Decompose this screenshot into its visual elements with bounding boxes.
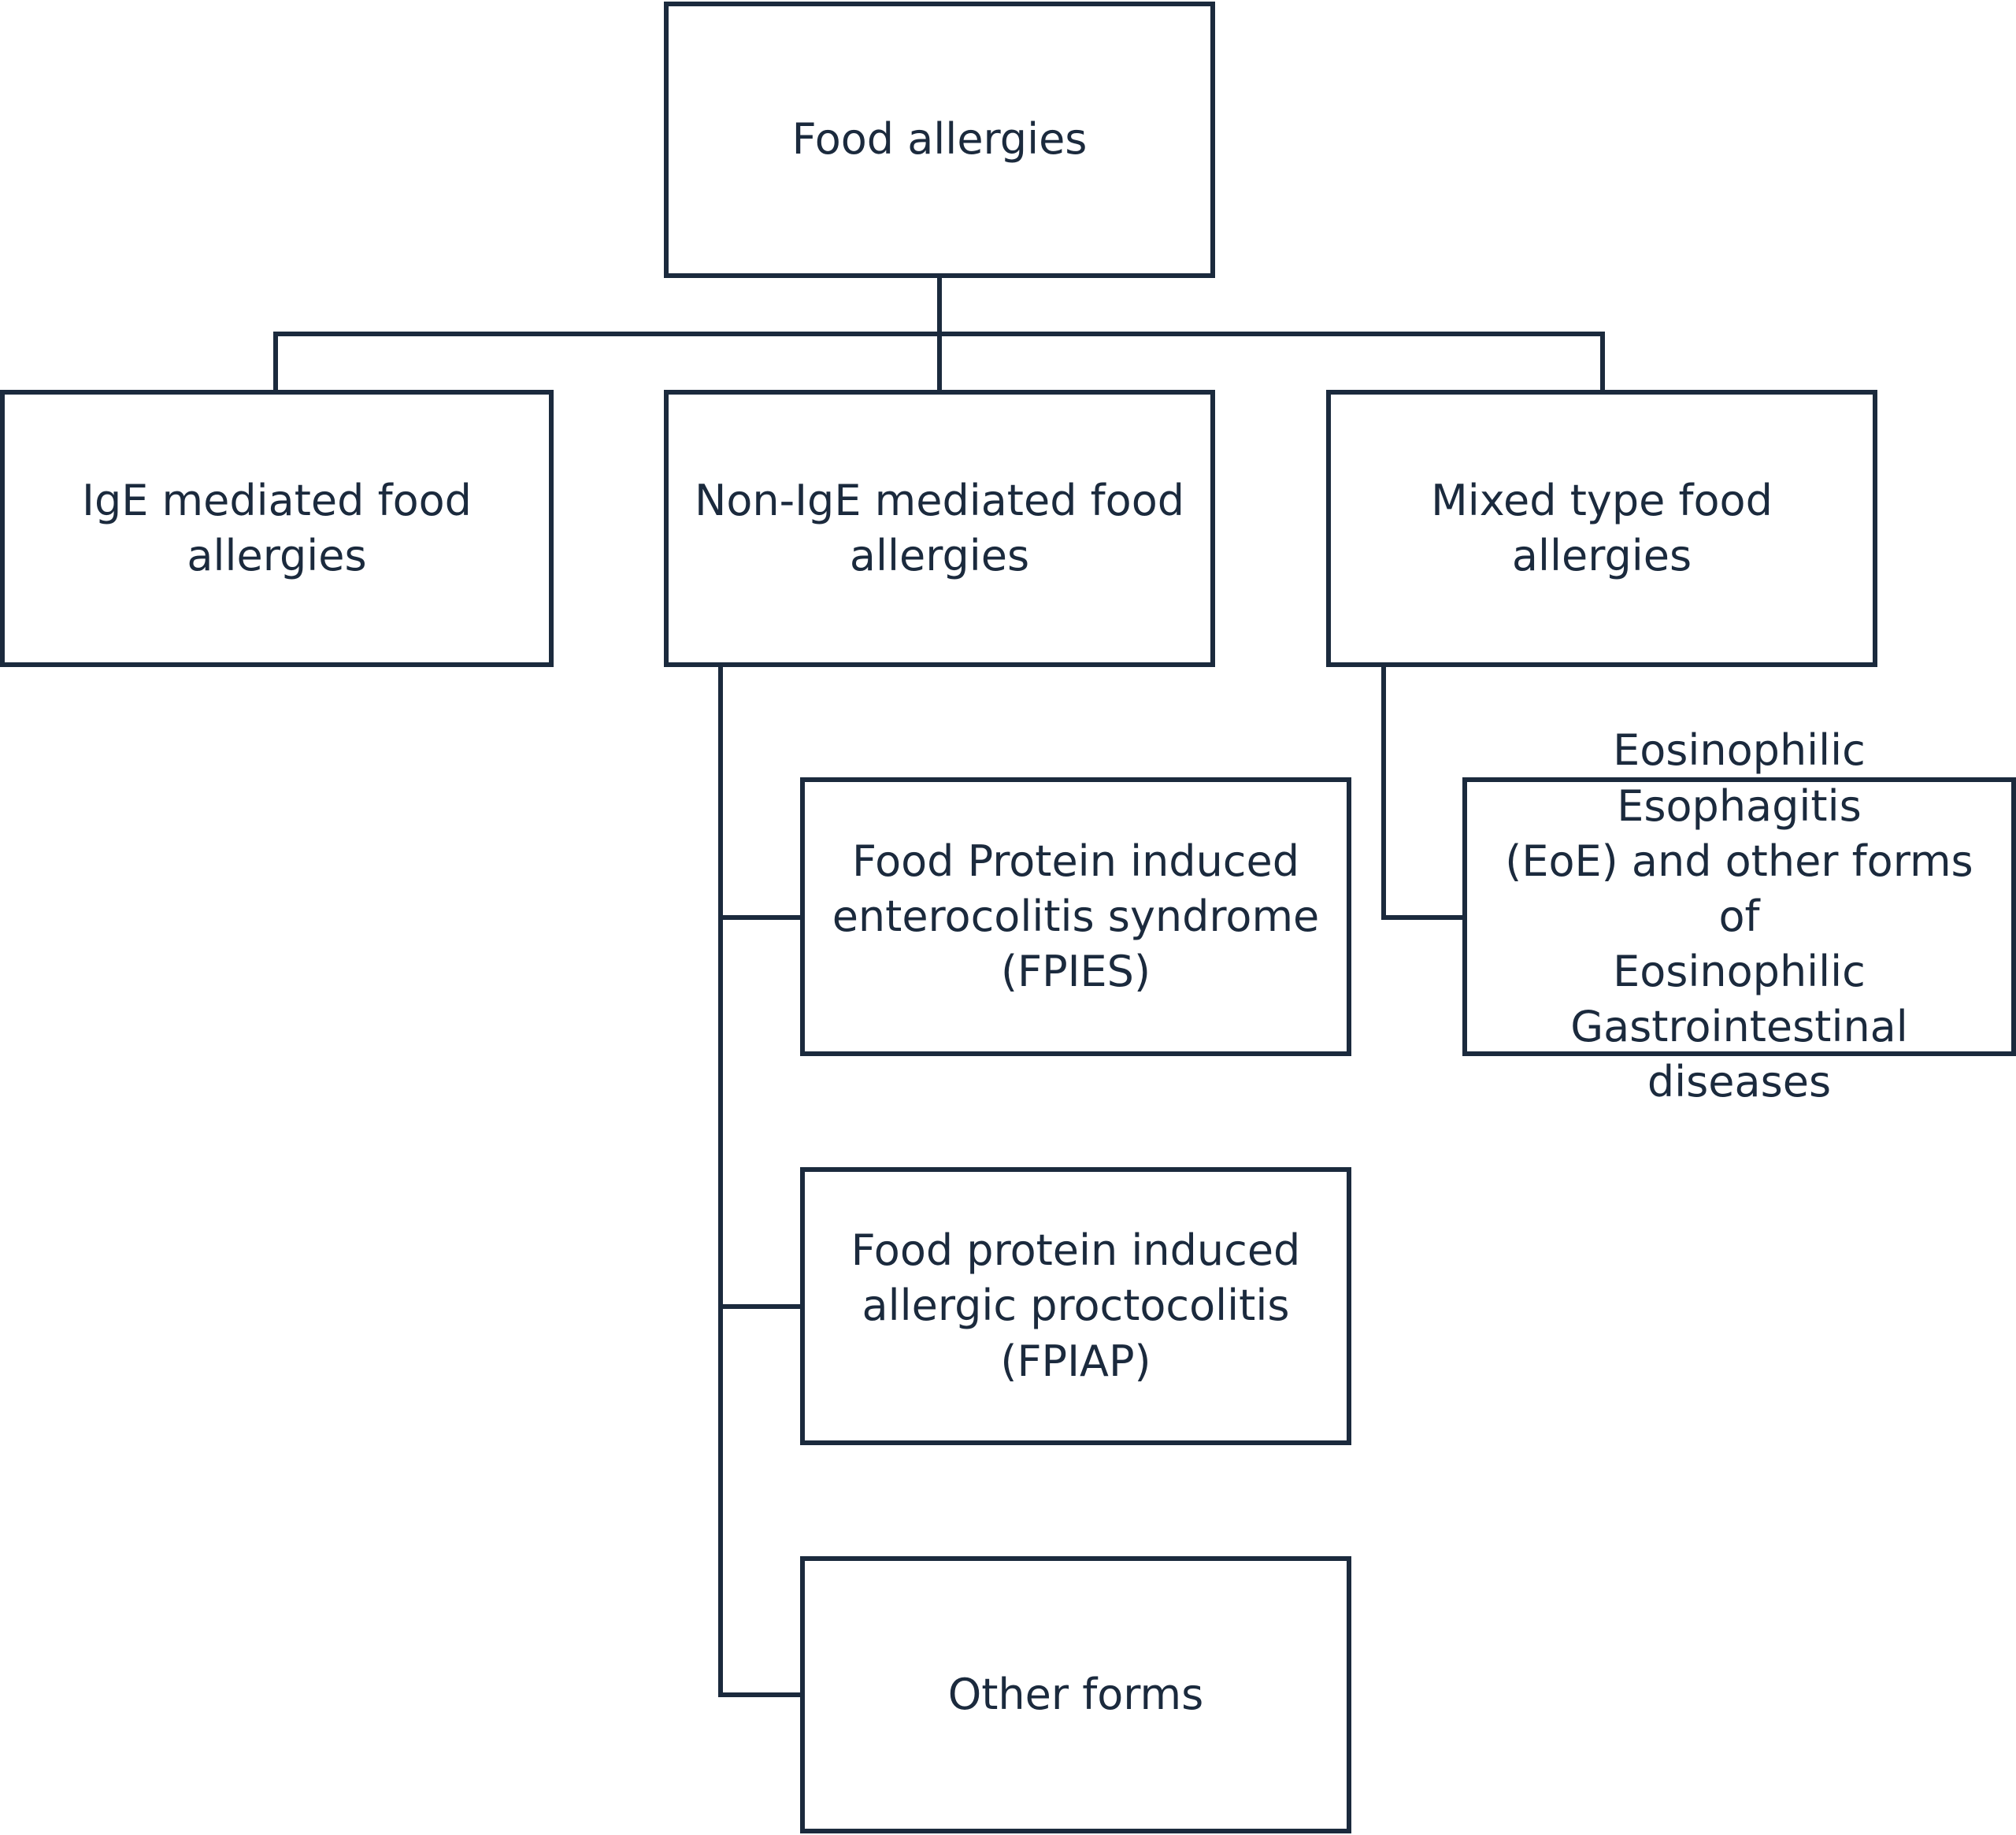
category-node-non-ige-mediated: Non-IgE mediated food allergies: [664, 390, 1215, 667]
subtype-node-label: Food Protein induced enterocolitis syndr…: [832, 836, 1320, 997]
subtype-node-other-forms: Other forms: [800, 1556, 1351, 1833]
root-node-food-allergies: Food allergies: [664, 2, 1215, 278]
category-node-label: IgE mediated food allergies: [82, 475, 472, 580]
category-node-mixed-type: Mixed type food allergies: [1326, 390, 1877, 667]
category-node-label: Mixed type food allergies: [1431, 475, 1773, 580]
subtype-node-fpiap: Food protein induced allergic proctocoli…: [800, 1167, 1351, 1445]
subtype-node-label: Other forms: [947, 1669, 1204, 1719]
subtype-node-fpies: Food Protein induced enterocolitis syndr…: [800, 777, 1351, 1056]
category-node-label: Non-IgE mediated food allergies: [694, 475, 1185, 580]
subtype-node-eoe: Eosinophilic Esophagitis (EoE) and other…: [1462, 725, 2016, 1107]
root-node-label: Food allergies: [791, 114, 1088, 165]
subtype-node-label: Food protein induced allergic proctocoli…: [850, 1225, 1301, 1386]
category-node-ige-mediated: IgE mediated food allergies: [0, 390, 554, 667]
subtype-node-label: Eosinophilic Esophagitis (EoE) and other…: [1505, 725, 1973, 1107]
